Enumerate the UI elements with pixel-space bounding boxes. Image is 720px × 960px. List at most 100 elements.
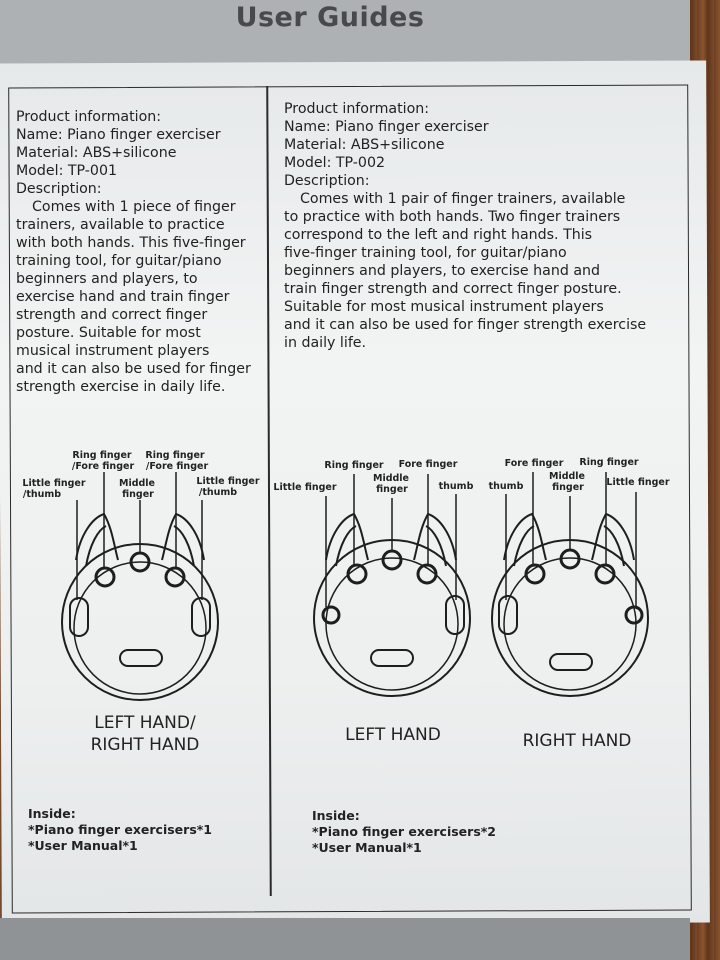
description-line: five-finger training tool, for guitar/pi… <box>284 245 567 261</box>
side-slot <box>69 597 89 637</box>
exerciser-body <box>61 543 219 701</box>
product-material: Material: ABS+silicone <box>284 137 445 153</box>
description-line: beginners and players, to <box>16 271 198 287</box>
caption-right-hand: RIGHT HAND <box>522 731 632 751</box>
finger-hole <box>624 605 644 625</box>
description-line: to practice with both hands. Two finger … <box>284 209 621 225</box>
page-title: User Guides <box>235 2 425 33</box>
finger-loop <box>161 512 205 561</box>
label-little-thumb-1: Little finger <box>22 478 85 489</box>
label-ring-finger: Ring finger <box>579 457 638 468</box>
label-ring-fore-finger-2b: /Fore finger <box>146 461 209 472</box>
description-line: posture. Suitable for most <box>16 325 201 341</box>
description-title: Description: <box>284 173 370 189</box>
product-model: Model: TP-002 <box>284 155 385 171</box>
description-title: Description: <box>16 181 102 197</box>
label-middle-finger: finger <box>552 482 584 493</box>
finger-loop <box>503 512 547 561</box>
description-line: Suitable for most musical instrument pla… <box>284 299 604 315</box>
label-little-thumb-2b: /thumb <box>199 487 237 498</box>
product-model: Model: TP-001 <box>16 163 117 179</box>
info-title: Product information: <box>284 101 430 117</box>
description-line: exercise hand and train finger <box>16 289 230 305</box>
description-line: correspond to the left and right hands. … <box>284 227 593 243</box>
left-product-info: Product information: Name: Piano finger … <box>16 108 262 396</box>
caption-line: LEFT HAND/ <box>94 713 196 733</box>
finger-hole <box>321 605 341 625</box>
label-ring-fore-finger-1b: /Fore finger <box>72 461 135 472</box>
info-title: Product information: <box>16 109 162 125</box>
palm-slot <box>119 649 163 667</box>
description-line: training tool, for guitar/piano <box>16 253 222 269</box>
description-line: trainers, available to practice <box>16 217 225 233</box>
inside-item: *Piano finger exercisers*1 <box>28 822 212 837</box>
finger-hole <box>94 566 116 588</box>
description-line: strength and correct finger <box>16 307 208 323</box>
description-line: in daily life. <box>284 335 367 351</box>
finger-loop <box>513 525 535 567</box>
description-line: train finger strength and correct finger… <box>284 281 622 297</box>
side-slot <box>498 595 518 635</box>
label-middle-finger: finger <box>122 489 154 500</box>
description: Comes with 1 piece of finger trainers, a… <box>16 198 262 396</box>
label-fore-finger: Fore finger <box>399 459 458 470</box>
caption-left-hand: LEFT HAND <box>345 725 441 745</box>
description-line: musical instrument players <box>16 343 210 359</box>
diagram-left-hand <box>313 474 471 697</box>
product-material: Material: ABS+silicone <box>16 145 177 161</box>
right-product-info: Product information: Name: Piano finger … <box>284 100 684 352</box>
inside-item: *User Manual*1 <box>28 838 138 853</box>
caption-left-right-hand: LEFT HAND/ RIGHT HAND <box>40 712 250 756</box>
label-middle-finger: finger <box>376 484 408 495</box>
label-ring-fore-finger-2: Ring finger <box>145 450 204 461</box>
label-little-thumb-2: Little finger <box>196 476 259 487</box>
description-line: and it can also be used for finger <box>16 361 251 377</box>
finger-hole <box>381 549 403 571</box>
label-thumb: thumb <box>489 481 524 492</box>
bottom-shadow <box>0 918 690 960</box>
label-ring-fore-finger-1: Ring finger <box>72 450 131 461</box>
product-name: Name: Piano finger exerciser <box>284 119 489 135</box>
description-line: and it can also be used for finger stren… <box>284 317 647 333</box>
exerciser-inner-ring <box>325 557 459 691</box>
inside-list-right: Inside: *Piano finger exercisers*2 *User… <box>312 808 496 856</box>
label-little-thumb-1b: /thumb <box>23 489 61 500</box>
inside-item: *Piano finger exercisers*2 <box>312 824 496 839</box>
description-line: with both hands. This five-finger <box>16 235 246 251</box>
finger-loop <box>75 512 119 561</box>
description: Comes with 1 pair of finger trainers, av… <box>284 190 684 352</box>
inside-title: Inside: <box>312 808 360 823</box>
description-line: Comes with 1 piece of finger <box>32 199 236 215</box>
diagram-both-hands <box>61 472 219 701</box>
description-line: Comes with 1 pair of finger trainers, av… <box>300 191 626 207</box>
label-little-finger: Little finger <box>273 482 336 493</box>
finger-hole <box>416 563 438 585</box>
label-little-finger: Little finger <box>606 477 669 488</box>
label-thumb: thumb <box>439 481 474 492</box>
finger-hole <box>164 566 186 588</box>
side-slot <box>445 595 465 635</box>
description-line: strength exercise in daily life. <box>16 379 226 395</box>
palm-slot <box>370 649 414 667</box>
finger-hole <box>524 563 546 585</box>
inside-list-left: Inside: *Piano finger exercisers*1 *User… <box>28 806 212 854</box>
inside-title: Inside: <box>28 806 76 821</box>
finger-hole <box>346 563 368 585</box>
label-fore-finger: Fore finger <box>505 458 564 469</box>
description-line: beginners and players, to exercise hand … <box>284 263 601 279</box>
finger-hole <box>594 563 616 585</box>
exerciser-inner-ring <box>73 561 207 695</box>
label-ring-finger: Ring finger <box>324 460 383 471</box>
inside-item: *User Manual*1 <box>312 840 422 855</box>
label-middle: Middle <box>373 473 409 484</box>
caption-line: RIGHT HAND <box>90 735 200 755</box>
label-middle: Middle <box>549 471 585 482</box>
label-middle: Middle <box>119 478 155 489</box>
diagram-right-hand <box>491 472 649 697</box>
product-name: Name: Piano finger exerciser <box>16 127 221 143</box>
side-slot <box>191 597 211 637</box>
finger-loop <box>173 525 195 567</box>
finger-loop <box>85 525 107 567</box>
palm-slot <box>549 653 593 671</box>
